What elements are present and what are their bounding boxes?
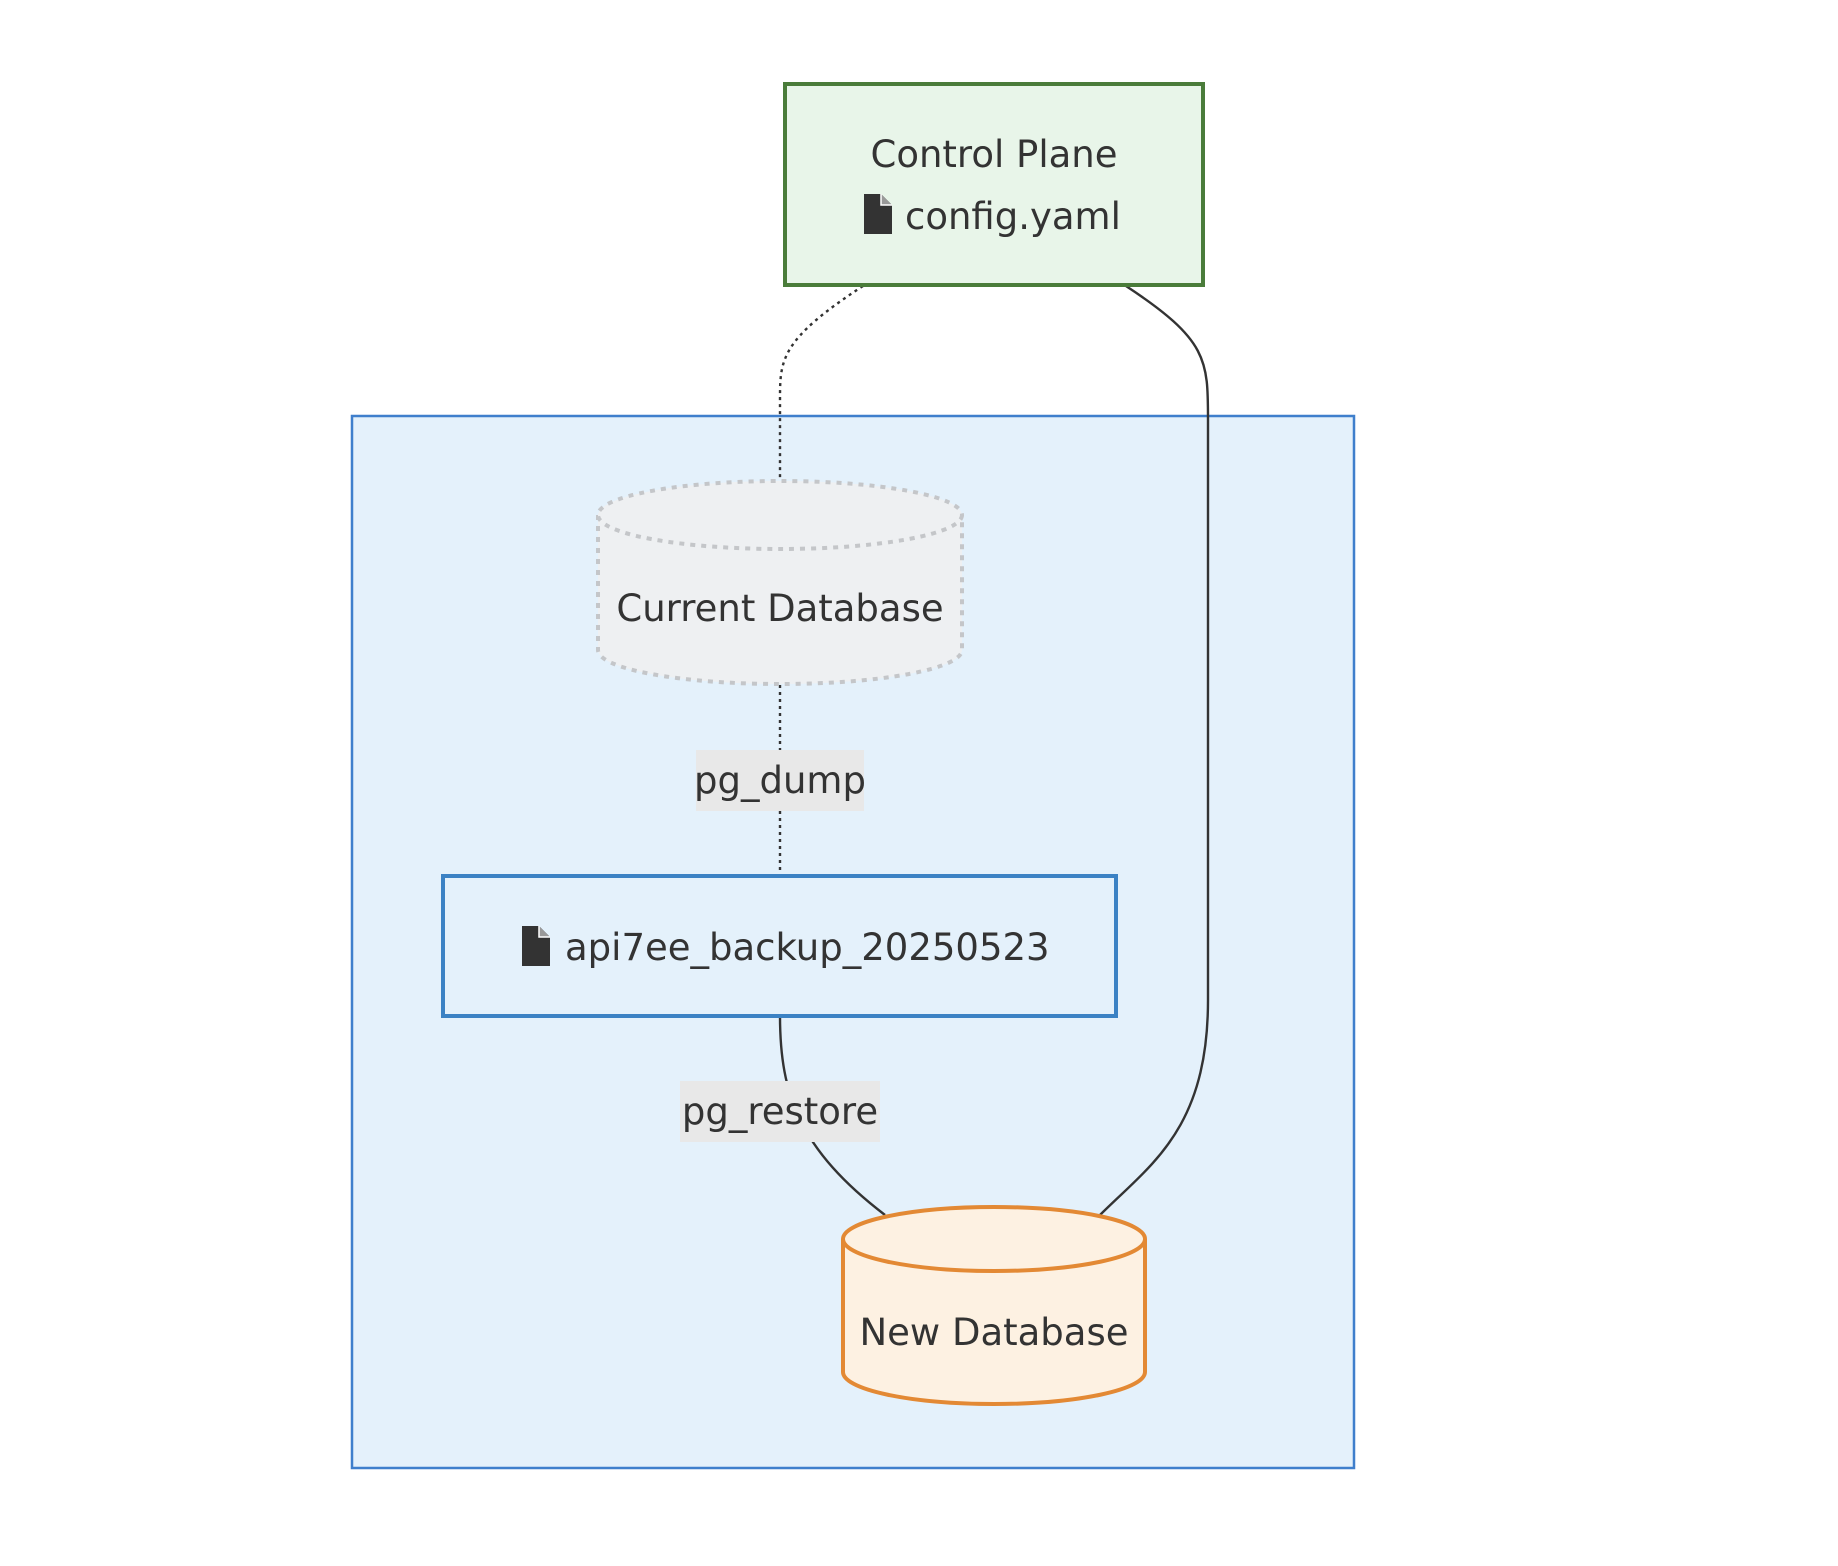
new-database-label: New Database [859, 1311, 1128, 1354]
file-icon [864, 194, 892, 234]
new-database-node[interactable]: New Database [841, 1205, 1147, 1406]
edge-control-to-current [778, 284, 864, 480]
pg-restore-label: pg_restore [680, 1081, 880, 1142]
pg-dump-label: pg_dump [694, 750, 866, 811]
backup-file-node[interactable]: api7ee_backup_20250523 [441, 874, 1118, 1018]
control-plane-title: Control Plane [871, 133, 1118, 176]
pg-dump-text: pg_dump [694, 759, 866, 802]
pg-restore-text: pg_restore [682, 1090, 878, 1133]
current-database-label: Current Database [616, 587, 943, 630]
current-database-node[interactable]: Current Database [596, 479, 964, 686]
file-icon [522, 926, 550, 966]
backup-file-label: api7ee_backup_20250523 [565, 926, 1050, 969]
config-file-label: config.yaml [905, 195, 1121, 238]
edge-control-to-new [1099, 284, 1210, 1216]
control-plane-node[interactable]: Control Plane config.yaml [783, 82, 1205, 287]
